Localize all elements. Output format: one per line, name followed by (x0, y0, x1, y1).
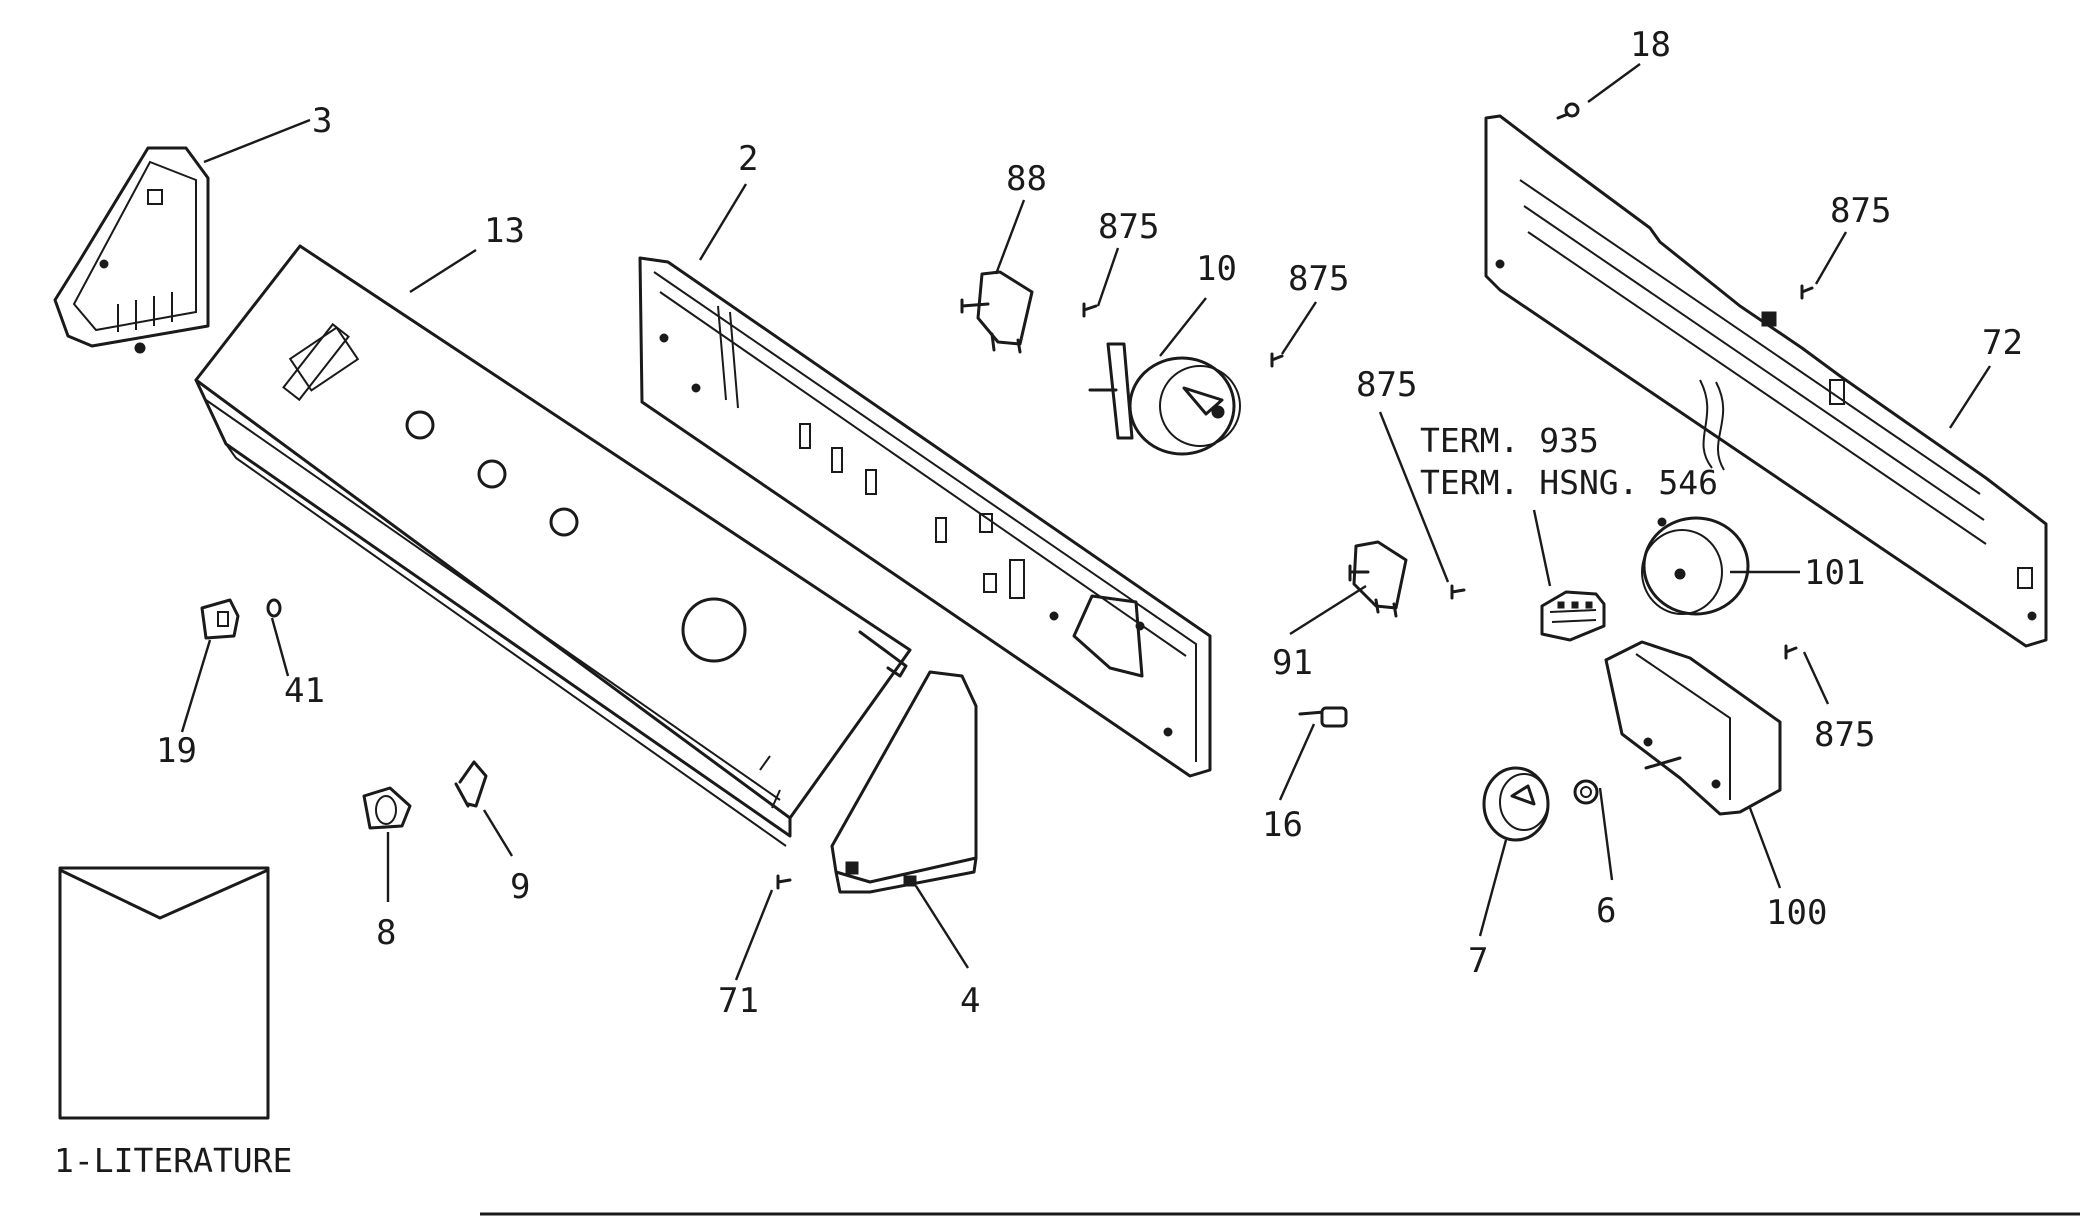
back-panel (1484, 114, 2048, 648)
callout-13: 13 (484, 211, 525, 251)
screws (776, 102, 1814, 890)
callout-101: 101 (1804, 553, 1865, 593)
callout-3: 3 (312, 101, 332, 141)
left-end-cap (53, 146, 210, 354)
callout-71: 71 (718, 981, 759, 1021)
callout-875-b: 875 (1288, 259, 1349, 299)
console-panel (194, 244, 912, 847)
control-panel-frame (638, 256, 1212, 778)
callout-8: 8 (376, 913, 396, 953)
switch-91 (1348, 540, 1408, 618)
callout-875-e: 875 (1814, 715, 1875, 755)
note-term-housing: TERM. HSNG. 546 (1420, 463, 1718, 502)
callout-6: 6 (1596, 891, 1616, 931)
callout-10: 10 (1196, 249, 1237, 289)
callout-4: 4 (960, 981, 980, 1021)
motor-101 (1641, 379, 1750, 616)
timer-100 (1604, 640, 1782, 816)
knob-7 (1482, 766, 1550, 842)
dial-10 (1088, 342, 1241, 456)
nut-6 (1573, 779, 1599, 805)
callout-875-c: 875 (1830, 191, 1891, 231)
callout-91: 91 (1272, 643, 1313, 683)
knob-8 (362, 786, 412, 830)
callout-875-a: 875 (1098, 207, 1159, 247)
key-16 (1298, 706, 1348, 728)
callout-41: 41 (284, 671, 325, 711)
note-term: TERM. 935 (1420, 421, 1599, 460)
note-literature: 1-LITERATURE (54, 1141, 292, 1180)
callout-875-d: 875 (1356, 365, 1417, 405)
callout-100: 100 (1766, 893, 1827, 933)
callout-16: 16 (1262, 805, 1303, 845)
callout-2: 2 (738, 139, 758, 179)
callout-88: 88 (1006, 159, 1047, 199)
callout-72: 72 (1982, 323, 2023, 363)
switch-88 (960, 270, 1034, 354)
callout-9: 9 (510, 867, 530, 907)
terminal-housing (1540, 590, 1606, 642)
right-end-cap (830, 670, 978, 894)
callout-18: 18 (1630, 25, 1671, 65)
callout-labels: 3 13 2 88 875 10 875 18 875 72 875 101 9… (156, 25, 2023, 1021)
clip-9 (454, 760, 488, 808)
bulb-41 (266, 598, 282, 618)
literature-envelope (58, 866, 270, 1120)
leader-lines (180, 63, 1992, 981)
callout-7: 7 (1468, 941, 1488, 981)
callout-19: 19 (156, 731, 197, 771)
lens-19 (200, 598, 240, 640)
text-notes: TERM. 935 TERM. HSNG. 546 1-LITERATURE (54, 421, 1718, 1180)
